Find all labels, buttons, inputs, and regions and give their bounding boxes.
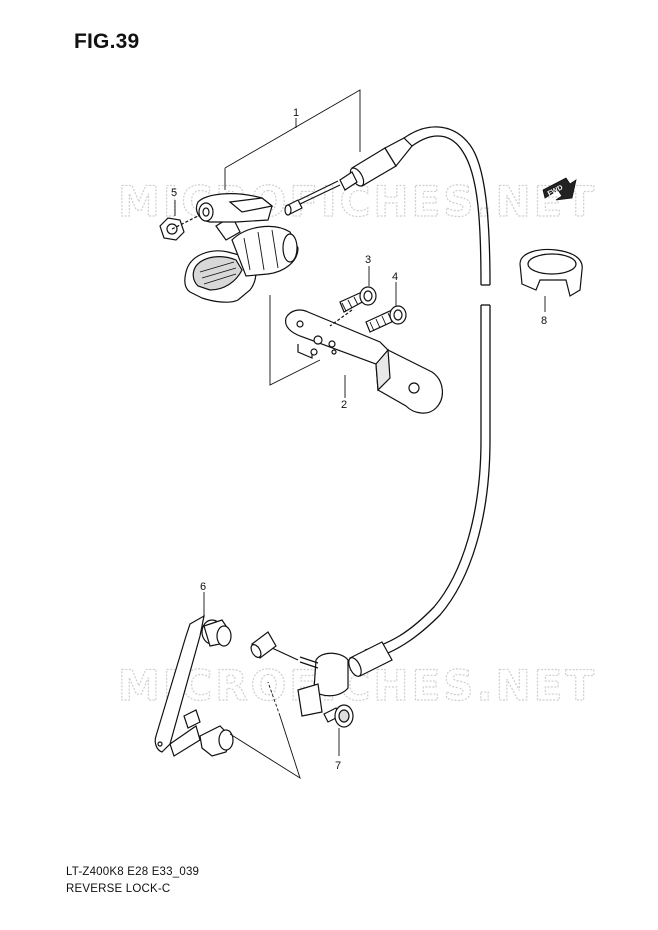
forward-direction-arrow: FWD xyxy=(542,177,577,201)
callout-2: 2 xyxy=(341,399,347,411)
lever-arm-6 xyxy=(154,614,234,757)
callout-4: 4 xyxy=(392,271,398,283)
assembly-name: REVERSE LOCK-C xyxy=(66,883,171,895)
callout-3: 3 xyxy=(365,254,371,266)
screw-4 xyxy=(365,305,407,333)
reverse-lock-lever-housing xyxy=(184,193,299,303)
figure-title: FIG.39 xyxy=(74,30,140,53)
cable-lower-end xyxy=(250,631,393,717)
cable-sheath xyxy=(364,126,491,661)
watermark-top: MICROFICHES.NET xyxy=(118,177,597,226)
cable-clamp-8 xyxy=(519,248,583,297)
callout-6: 6 xyxy=(200,581,206,593)
bracket-plate-2 xyxy=(285,309,443,414)
nut-5 xyxy=(159,214,201,241)
flange-bolt-7 xyxy=(323,704,354,728)
callout-1: 1 xyxy=(293,107,299,119)
callout-5: 5 xyxy=(171,187,177,199)
leader-lines xyxy=(174,89,546,780)
callout-7: 7 xyxy=(335,760,341,772)
screw-3 xyxy=(329,286,377,327)
callout-8: 8 xyxy=(541,315,547,327)
model-code: LT-Z400K8 E28 E33_039 xyxy=(66,866,200,878)
cable-upper-end xyxy=(284,137,413,216)
